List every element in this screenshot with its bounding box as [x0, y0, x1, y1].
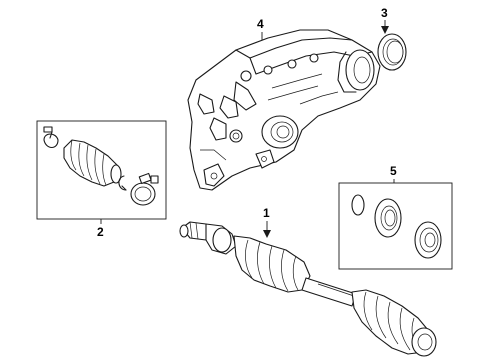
boot-kit-box: [36, 120, 167, 220]
seal-kit: [351, 194, 442, 259]
callout-5-label: 5: [390, 164, 397, 178]
callout-2: 2: [36, 120, 167, 239]
seal-kit-box: [338, 182, 453, 270]
callout-1-arrow: [263, 230, 271, 238]
callout-1-label: 1: [263, 206, 270, 220]
axle-shaft: [179, 221, 437, 357]
callout-5: 5: [338, 164, 453, 270]
callout-2-label: 2: [97, 225, 104, 239]
callout-3: 3: [381, 6, 389, 34]
boot-kit: [43, 126, 159, 206]
callout-4-label: 4: [257, 17, 264, 31]
differential-housing: [187, 29, 381, 191]
output-seal: [377, 33, 407, 71]
callout-3-arrow: [381, 26, 389, 34]
callout-1: 1: [263, 206, 271, 238]
callout-3-label: 3: [381, 6, 388, 20]
